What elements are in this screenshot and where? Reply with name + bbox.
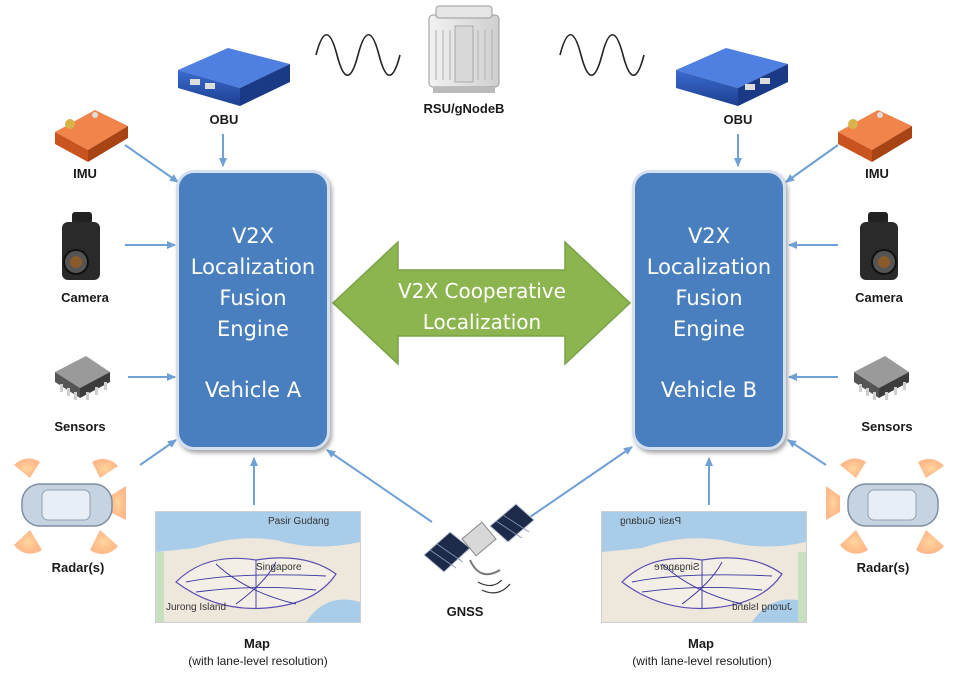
label-radar-left: Radar(s): [51, 560, 105, 575]
imu-device-left: [55, 110, 128, 162]
cooperative-double-arrow: [331, 240, 632, 366]
gnss-satellite: [423, 503, 535, 594]
engine-a-line3: Fusion: [219, 286, 287, 310]
label-camera-left: Camera: [61, 290, 109, 305]
obu-device-right: [676, 48, 788, 106]
fusion-engine-vehicle-a: V2X Localization Fusion Engine Vehicle A: [176, 170, 330, 450]
signal-wave-left: [315, 33, 401, 77]
map-vehicle-a: Pasir Gudang Singapore Jurong Island: [155, 511, 361, 623]
map-vehicle-b: Pasir Gudang Singapore Jurong Island: [601, 511, 807, 623]
engine-b-line2: Localization: [646, 255, 772, 279]
cooperative-localization-label: V2X Cooperative Localization: [352, 276, 612, 338]
map-a-place-top: Pasir Gudang: [268, 516, 330, 527]
label-gnss: GNSS: [446, 604, 484, 619]
engine-b-vehicle-name: Vehicle B: [660, 378, 758, 402]
radar-car-left: [14, 458, 126, 554]
engine-b-line4: Engine: [673, 317, 745, 341]
engine-a-line2: Localization: [190, 255, 316, 279]
map-a-place-bottom: Jurong Island: [166, 602, 227, 613]
signal-wave-right: [559, 33, 645, 77]
arrows-vehicle-b: [529, 134, 839, 518]
label-imu-left: IMU: [73, 166, 97, 181]
arrows-vehicle-a: [124, 134, 433, 523]
imu-device-right: [838, 110, 912, 162]
rsu-gnodeb-device: [428, 5, 500, 93]
label-map-title-right: Map: [688, 636, 714, 651]
sensor-chip-right: [854, 356, 909, 400]
engine-a-vehicle-name: Vehicle A: [204, 378, 302, 402]
label-sensors-right: Sensors: [861, 419, 913, 434]
fusion-engine-vehicle-b: V2X Localization Fusion Engine Vehicle B: [632, 170, 786, 450]
map-b-place-bottom: Jurong Island: [732, 602, 793, 613]
label-map-subtitle-left: (with lane-level resolution): [188, 654, 328, 668]
label-imu-right: IMU: [865, 166, 889, 181]
map-a-place-center: Singapore: [256, 562, 302, 573]
camera-device-left: [62, 212, 100, 280]
label-camera-right: Camera: [855, 290, 903, 305]
label-sensors-left: Sensors: [54, 419, 106, 434]
label-map-title-left: Map: [244, 636, 270, 651]
label-obu-right: OBU: [723, 112, 753, 127]
engine-b-line3: Fusion: [675, 286, 743, 310]
engine-b-line1: V2X: [687, 224, 731, 248]
label-map-subtitle-right: (with lane-level resolution): [632, 654, 772, 668]
obu-device-left: [178, 48, 290, 106]
map-b-place-center: Singapore: [654, 562, 700, 573]
label-radar-right: Radar(s): [856, 560, 910, 575]
sensor-chip-left: [55, 356, 110, 400]
label-rsu: RSU/gNodeB: [423, 101, 505, 116]
map-b-graphic: [602, 512, 806, 622]
engine-a-line1: V2X: [231, 224, 275, 248]
coop-line2: Localization: [422, 310, 542, 334]
camera-device-right: [860, 212, 898, 280]
map-a-graphic: [156, 512, 360, 622]
radar-car-right: [826, 458, 944, 554]
engine-a-line4: Engine: [217, 317, 289, 341]
coop-line1: V2X Cooperative: [398, 279, 566, 303]
label-obu-left: OBU: [209, 112, 239, 127]
map-b-place-top: Pasir Gudang: [620, 516, 682, 527]
